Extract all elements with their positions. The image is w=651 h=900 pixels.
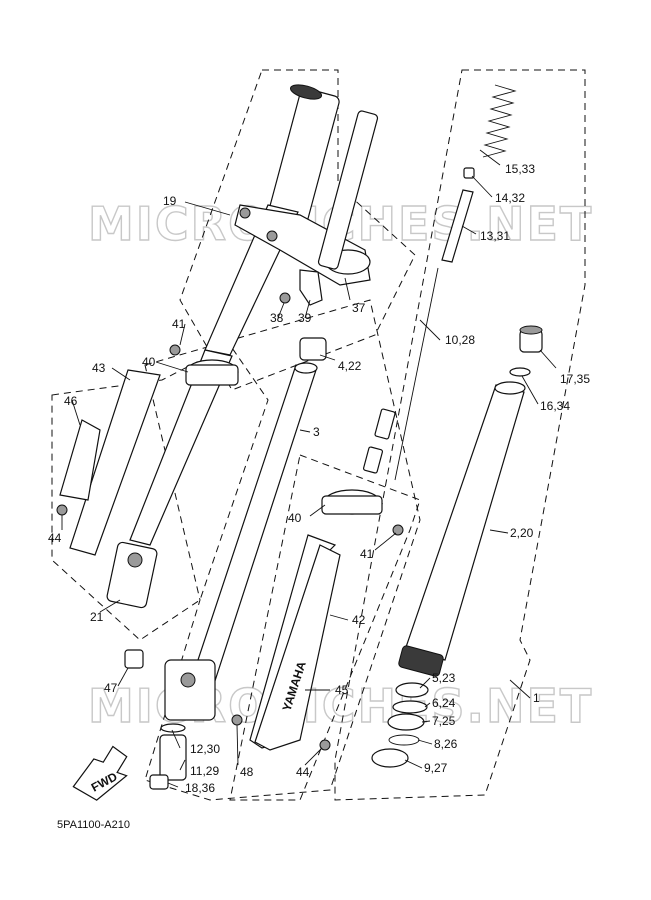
callout-21: 21 [90,610,104,624]
right-axle-bracket [124,649,216,721]
callout-8-26: 8,26 [434,737,458,751]
leader-lines [61,149,557,788]
callout-19: 19 [163,194,177,208]
callout-13-31: 13,31 [480,229,510,243]
left-axle-bracket [106,541,158,609]
callout-9-27: 9,27 [424,761,448,775]
callout-37: 37 [352,301,366,315]
lower-clamp-left [185,359,239,386]
callout-16-34: 16,34 [540,399,570,413]
spring [482,84,517,158]
lower-clamp-right [321,489,383,515]
callout-40-right: 40 [288,511,302,525]
callout-7-25: 7,25 [432,714,456,728]
callout-10-28: 10,28 [445,333,475,347]
callout-41: 41 [172,317,186,331]
callout-18-36: 18,36 [185,781,215,795]
callout-15-33: 15,33 [505,162,535,176]
callout-45: 45 [335,683,349,697]
callout-4-22: 4,22 [338,359,362,373]
callout-46: 46 [64,394,78,408]
callout-44-right: 44 [296,765,310,779]
callout-14-32: 14,32 [495,191,525,205]
fork-seals [371,682,429,768]
collar [299,337,327,361]
steering-stem [317,110,379,270]
callout-3: 3 [313,425,320,439]
bolts [56,292,404,751]
callout-42: 42 [352,613,366,627]
callout-11-29: 11,29 [190,764,219,778]
callout-1: 1 [533,691,540,705]
forward-arrow-icon: FWD [72,745,128,801]
callout-labels: 19 41 40 43 46 44 21 47 12,30 11,29 18,3… [48,162,590,795]
callout-40: 40 [142,355,156,369]
callout-47: 47 [104,681,118,695]
damper-rod [362,267,439,481]
callout-48: 48 [240,765,254,779]
fork-guards [59,369,161,556]
callout-6-24: 6,24 [432,696,456,710]
callout-44: 44 [48,531,62,545]
callout-12-30: 12,30 [190,742,220,756]
callout-38: 38 [270,311,284,325]
spacer-pipe [441,167,475,263]
callout-5-23: 5,23 [432,671,456,685]
diagram-code: 5PA1100-A210 [57,819,130,831]
group-outlines [51,69,586,801]
outer-tube [398,381,526,677]
callout-41-right: 41 [360,547,374,561]
callout-39: 39 [298,311,312,325]
cap-bolt [509,325,543,377]
callout-2-20: 2,20 [510,526,534,540]
callout-17-35: 17,35 [560,372,590,386]
callout-43: 43 [92,361,106,375]
dust-boot [149,723,187,790]
fork-guard-plate: YAMAHA [249,534,341,751]
brake-hose-holder [299,269,323,306]
